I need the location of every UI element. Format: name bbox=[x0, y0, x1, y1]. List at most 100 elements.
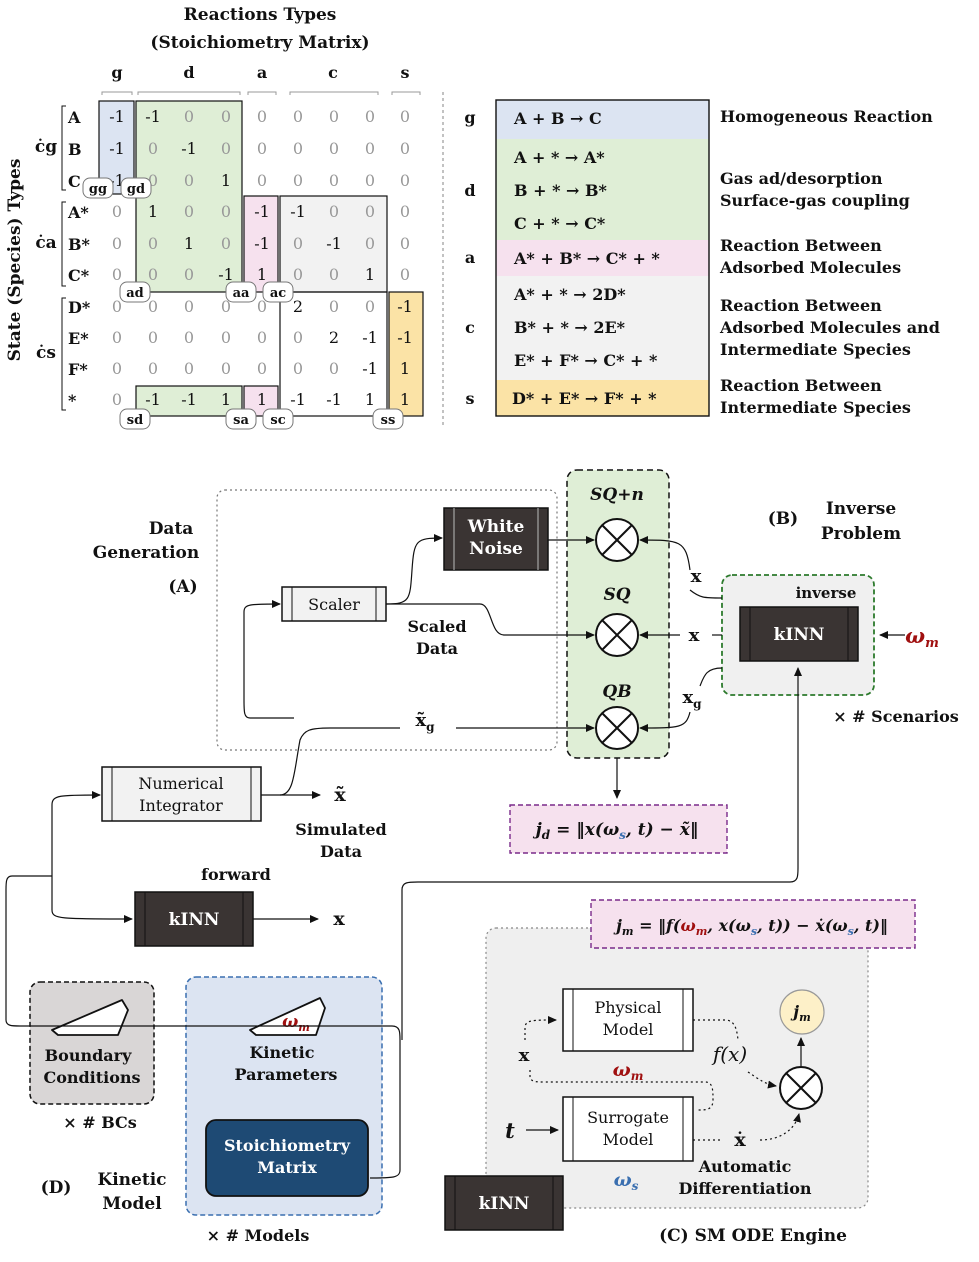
matrix-cell: 0 bbox=[365, 202, 375, 221]
side-label: State (Species) Types bbox=[5, 159, 25, 362]
matrix-cell: 0 bbox=[148, 297, 158, 316]
jd-formula: jd = ‖x(ωs, t) − x̃‖ bbox=[533, 820, 699, 842]
matrix-cell: 0 bbox=[365, 139, 375, 158]
matrix-cell: 0 bbox=[400, 139, 410, 158]
matrix-cell: 0 bbox=[112, 202, 122, 221]
surrogate-model-label: Surrogate bbox=[587, 1108, 669, 1127]
matrix-row-label: C bbox=[68, 172, 81, 191]
sq-label: SQ bbox=[603, 585, 630, 605]
matrix-cell: 0 bbox=[148, 171, 158, 190]
forward-label: forward bbox=[201, 865, 271, 884]
reaction-bg-s bbox=[496, 380, 709, 416]
kinn-engine-block: kINN bbox=[444, 1175, 564, 1231]
matrix-badge: ac bbox=[270, 286, 286, 301]
kinetic-parameters-label: Kinetic bbox=[249, 1043, 314, 1062]
col-group-s: s bbox=[400, 63, 409, 82]
matrix-cell: 0 bbox=[221, 359, 231, 378]
matrix-badge: sd bbox=[127, 413, 143, 428]
matrix-cell: -1 bbox=[254, 234, 270, 253]
kinetic-model-label: Model bbox=[102, 1194, 162, 1214]
matrix-cell: 0 bbox=[365, 234, 375, 253]
boundary-conditions-label: Boundary bbox=[45, 1046, 132, 1065]
stoichiometry-matrix-block bbox=[205, 1119, 369, 1197]
white-noise-block: White Noise bbox=[443, 507, 549, 571]
row-group-brackets bbox=[61, 105, 66, 411]
x-output-label: x bbox=[333, 908, 345, 930]
matrix-cell: 0 bbox=[148, 234, 158, 253]
matrix-cell: 0 bbox=[257, 107, 267, 126]
reaction-desc: Reaction Between bbox=[720, 296, 882, 315]
matrix-cell: 1 bbox=[257, 390, 267, 409]
reaction-desc: Adsorbed Molecules and bbox=[719, 318, 940, 337]
matrix-cell: 0 bbox=[112, 297, 122, 316]
multiply-node-sq bbox=[595, 613, 639, 657]
matrix-badge-bg bbox=[372, 408, 404, 430]
matrix-cell: 0 bbox=[293, 107, 303, 126]
x-label: x bbox=[689, 625, 700, 646]
reaction-eq: C + * → C* bbox=[514, 214, 606, 233]
matrix-cell: 0 bbox=[184, 265, 194, 284]
matrix-row-label: A* bbox=[67, 203, 89, 222]
simulated-data-label: Data bbox=[320, 842, 362, 861]
reaction-eq: D* + E* → F* + * bbox=[512, 389, 657, 408]
kinn-label: kINN bbox=[169, 910, 220, 930]
autodiff-label: Automatic bbox=[698, 1157, 792, 1176]
reaction-tag-d: d bbox=[464, 181, 475, 200]
col-group-d: d bbox=[183, 63, 194, 82]
reaction-eq: A + * → A* bbox=[513, 148, 605, 167]
reaction-eq: E* + F* → C* + * bbox=[514, 351, 658, 370]
omega-m-input: ωm bbox=[905, 623, 939, 651]
matrix-cell: 0 bbox=[148, 265, 158, 284]
data-generation-label: Generation bbox=[93, 543, 200, 563]
label-b: (B) bbox=[768, 509, 798, 529]
matrix-cell: 0 bbox=[293, 171, 303, 190]
matrix-cell: 0 bbox=[365, 297, 375, 316]
matrix-cell: -1 bbox=[218, 265, 234, 284]
matrix-cell: -1 bbox=[145, 107, 161, 126]
matrix-row-label: D* bbox=[68, 298, 91, 317]
matrix-cell: 1 bbox=[184, 234, 194, 253]
block-sc bbox=[279, 291, 388, 417]
kinetic-model-label: Kinetic bbox=[97, 1170, 166, 1190]
matrix-badge-bg bbox=[119, 281, 151, 303]
models-label: × # Models bbox=[207, 1226, 310, 1245]
label-d: (D) bbox=[41, 1178, 72, 1198]
reaction-desc: Surface-gas coupling bbox=[720, 191, 910, 210]
reaction-desc: Gas ad/desorption bbox=[720, 169, 883, 188]
reactions-table: g d a c s A + B → C A + * → A* B + * → B… bbox=[464, 99, 940, 417]
matrix-cell: 0 bbox=[184, 328, 194, 347]
kinn-label: kINN bbox=[479, 1194, 530, 1214]
matrix-cell: -1 bbox=[181, 390, 197, 409]
block-gd-ad bbox=[135, 100, 243, 293]
matrix-cell: 0 bbox=[184, 171, 194, 190]
matrix-cell: 0 bbox=[148, 328, 158, 347]
matrix-cell: 0 bbox=[365, 171, 375, 190]
x-label: x bbox=[519, 1045, 530, 1066]
row-group-cs: ċs bbox=[36, 343, 56, 363]
matrix-cell: 2 bbox=[329, 328, 339, 347]
reaction-desc: Homogeneous Reaction bbox=[720, 107, 933, 126]
matrix-cell: -1 bbox=[326, 234, 342, 253]
matrix-cell: -1 bbox=[109, 107, 125, 126]
matrix-cell: 0 bbox=[221, 139, 231, 158]
block-aa bbox=[243, 195, 279, 293]
matrix-cell: 0 bbox=[184, 359, 194, 378]
matrix-cell: -1 bbox=[362, 359, 378, 378]
reaction-table-border bbox=[495, 99, 710, 417]
matrix-cell: -1 bbox=[362, 328, 378, 347]
matrix-row-label: A bbox=[67, 108, 81, 127]
scaled-data-label: Scaled bbox=[407, 617, 466, 636]
autodiff-label: Differentiation bbox=[678, 1179, 811, 1198]
matrix-cell: 0 bbox=[293, 265, 303, 284]
matrix-cell: 0 bbox=[293, 359, 303, 378]
connectors bbox=[5, 534, 905, 1179]
jm-formula: jm = ‖f(ωm, x(ωs, t)) − ẋ(ωs, t)‖ bbox=[613, 916, 888, 938]
matrix-badge: aa bbox=[233, 286, 250, 301]
matrix-cell: 0 bbox=[400, 171, 410, 190]
col-group-c: c bbox=[328, 63, 338, 82]
xg-label: xg bbox=[682, 687, 702, 711]
reaction-bg-c bbox=[496, 276, 709, 380]
matrix-cell: 0 bbox=[329, 202, 339, 221]
matrix-cell: 0 bbox=[365, 107, 375, 126]
matrix-cell: -1 bbox=[290, 390, 306, 409]
